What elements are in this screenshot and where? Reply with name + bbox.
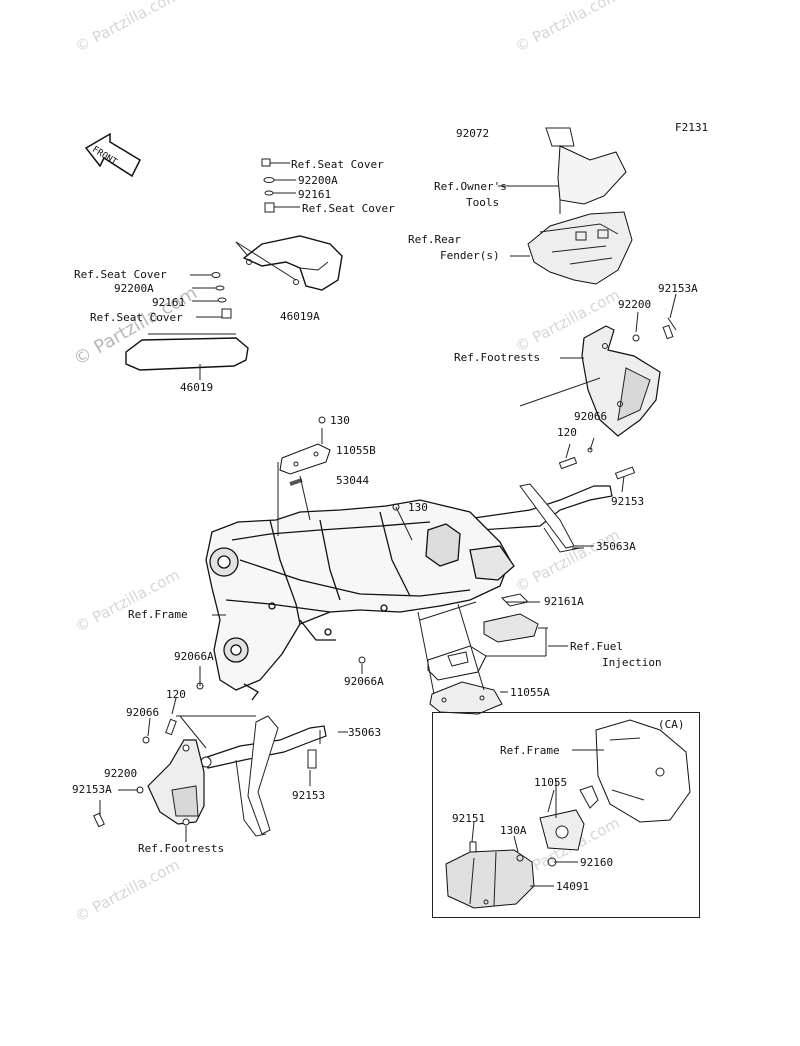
- label-130A: 130A: [500, 824, 527, 837]
- frame: [205, 499, 515, 701]
- front-arrow-icon: [84, 132, 141, 178]
- label-46019: 46019: [180, 381, 214, 394]
- ca-inset-box: [432, 712, 700, 918]
- label-120-left: 120: [166, 688, 186, 701]
- label-92161-1: 92161: [298, 188, 332, 201]
- label-footrests-right: Ref.Footrests: [454, 351, 541, 364]
- label-92153A-right: 92153A: [658, 282, 698, 295]
- label-92153A-left: 92153A: [72, 783, 112, 796]
- label-46019A: 46019A: [280, 310, 320, 323]
- label-92161-2: 92161: [152, 296, 186, 309]
- label-92153-right: 92153: [611, 495, 645, 508]
- label-11055B: 11055B: [336, 444, 376, 457]
- label-92066-right: 92066: [574, 410, 608, 423]
- label-seat-cover-1: Ref.Seat Cover: [291, 158, 384, 171]
- label-owners-tools-2: Tools: [466, 196, 500, 209]
- label-92151: 92151: [452, 812, 486, 825]
- label-35063A: 35063A: [596, 540, 636, 553]
- rear-fender-assembly: [498, 127, 633, 285]
- label-92200A-1: 92200A: [298, 174, 338, 187]
- label-seat-cover-4: Ref.Seat Cover: [90, 311, 183, 324]
- label-footrests-left: Ref.Footrests: [138, 842, 225, 855]
- label-130-a: 130: [330, 414, 350, 427]
- label-seat-cover-2: Ref.Seat Cover: [302, 202, 395, 215]
- label-53044: 53044: [336, 474, 370, 487]
- label-11055: 11055: [534, 776, 568, 789]
- footrest-bracket-right: [519, 317, 677, 437]
- figure-code: F2131: [675, 121, 709, 134]
- fuel-injection-parts: [427, 593, 568, 681]
- seat-cowl-46019: [125, 333, 249, 380]
- label-seat-cover-3: Ref.Seat Cover: [74, 268, 167, 281]
- label-ca: (CA): [658, 718, 685, 731]
- footrest-bracket-left: [93, 739, 205, 842]
- label-ref-frame: Ref.Frame: [128, 608, 188, 621]
- bracket-11055B: [277, 416, 331, 536]
- label-fuel-injection: Ref.Fuel: [570, 640, 623, 653]
- label-ca-ref-frame: Ref.Frame: [500, 744, 560, 757]
- label-11055A: 11055A: [510, 686, 550, 699]
- label-92200A-2: 92200A: [114, 282, 154, 295]
- leader-lines: [99, 293, 677, 887]
- label-rear-fender: Ref.Rear: [408, 233, 461, 246]
- footrest-bar-left: [176, 715, 327, 837]
- label-rear-fender-2: Fender(s): [440, 249, 500, 262]
- hardware-upper: [261, 158, 300, 213]
- label-92066A-left: 92066A: [174, 650, 214, 663]
- label-92200-left: 92200: [104, 767, 138, 780]
- label-92160: 92160: [580, 856, 614, 869]
- label-fuel-injection-2: Injection: [602, 656, 662, 669]
- bracket-11055A: [417, 603, 503, 715]
- label-92153-left: 92153: [292, 789, 326, 802]
- label-92200-right: 92200: [618, 298, 652, 311]
- label-130-b: 130: [408, 501, 428, 514]
- label-owners-tools: Ref.Owner's: [434, 180, 507, 193]
- bolt-130-mid: [392, 503, 413, 541]
- hardware-left: [190, 272, 232, 319]
- label-120-right: 120: [557, 426, 577, 439]
- label-35063: 35063: [348, 726, 382, 739]
- ca-assembly: [445, 719, 691, 909]
- label-92066-left: 92066: [126, 706, 160, 719]
- seat-cowl-46019A: [235, 235, 343, 291]
- label-92066A-center: 92066A: [344, 675, 384, 688]
- label-14091: 14091: [556, 880, 590, 893]
- label-92161A: 92161A: [544, 595, 584, 608]
- label-92072: 92072: [456, 127, 490, 140]
